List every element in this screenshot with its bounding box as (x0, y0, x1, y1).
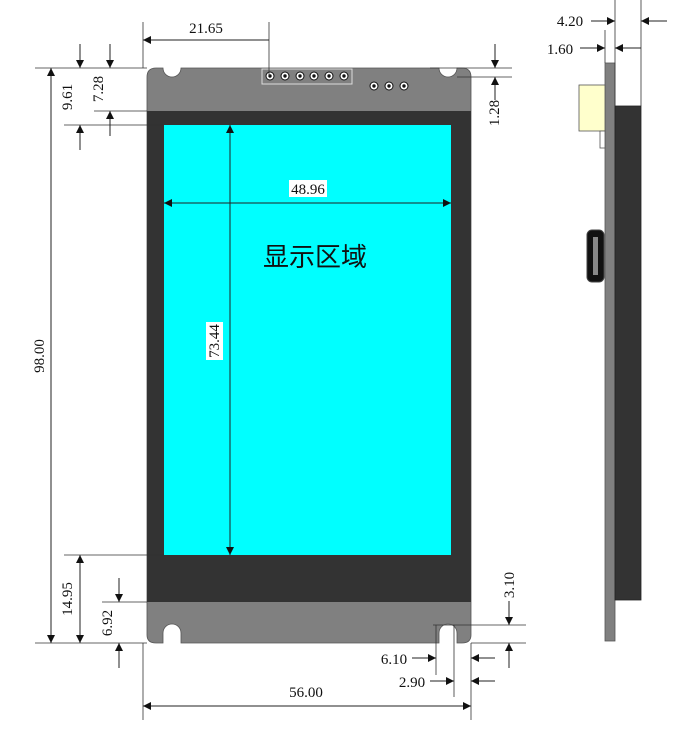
dim-display-width: 48.96 (291, 182, 325, 198)
dim-top-to-bezel: 7.28 (91, 76, 107, 102)
side-view: 4.20 1.60 (547, 0, 667, 642)
dim-bottom-to-bezel: 6.92 (100, 610, 116, 636)
pcb-side (604, 62, 616, 642)
dim-connector-offset: 21.65 (189, 21, 223, 37)
dim-slot-outer-offset: 6.10 (381, 652, 407, 668)
front-view: 显示区域 21.65 48.96 73.44 98.00 9.61 7.28 (32, 21, 526, 720)
dim-top-to-display: 9.61 (60, 84, 76, 110)
pin-header (261, 68, 353, 85)
dim-board-height: 98.00 (32, 339, 48, 373)
pin-header-side (578, 84, 606, 132)
pin-header-pins (265, 71, 349, 81)
dim-pcb-thickness: 1.60 (547, 42, 573, 58)
dim-board-width: 56.00 (289, 685, 323, 701)
dim-display-height: 73.44 (207, 324, 223, 358)
dim-total-thickness: 4.20 (557, 14, 583, 30)
display-module-side (614, 105, 642, 601)
display-area-label: 显示区域 (263, 243, 367, 273)
aux-pins (369, 81, 409, 91)
dim-bottom-to-display: 14.95 (60, 582, 76, 616)
dim-slot-inner-offset: 2.90 (399, 675, 425, 691)
dim-slot-depth-top: 1.28 (487, 100, 503, 126)
dim-slot-depth-bottom: 3.10 (502, 572, 518, 598)
